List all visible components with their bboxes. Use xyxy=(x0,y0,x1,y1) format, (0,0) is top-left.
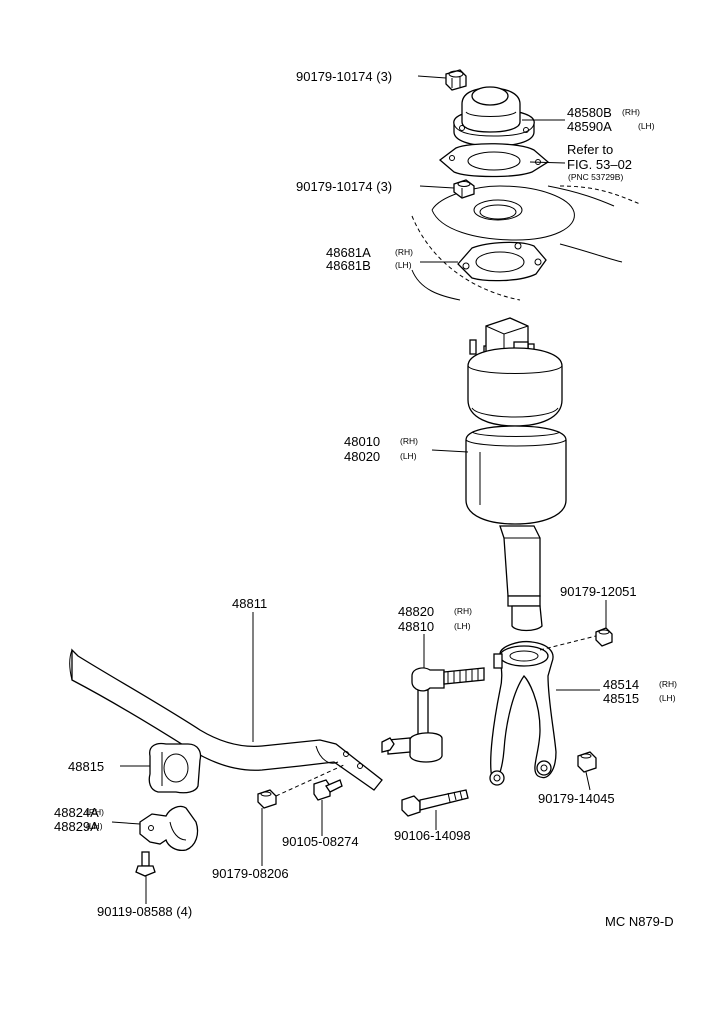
label-fork-rh: 48514 xyxy=(603,677,639,692)
label-bolt-2: 90106-14098 xyxy=(394,828,471,843)
fork-nut-dash xyxy=(539,635,597,651)
label-strut-rh: 48010 xyxy=(344,434,380,449)
fork-low-nut-part[interactable] xyxy=(577,751,597,773)
label-gasket-rh-side: (RH) xyxy=(395,247,413,257)
label-refer-line1: Refer to xyxy=(567,142,613,157)
label-link-lh: 48810 xyxy=(398,619,434,634)
bolt-long-part[interactable] xyxy=(401,789,469,817)
body-panel xyxy=(411,185,641,301)
fork-low-nut-leader xyxy=(585,771,591,791)
label-nut-mid: 90179-10174 (3) xyxy=(296,179,392,194)
top-nut-part[interactable] xyxy=(445,69,467,91)
label-link-rh: 48820 xyxy=(398,604,434,619)
label-bracket-rh: 48824A xyxy=(54,805,99,820)
label-refer-line2: FIG. 53–02 xyxy=(567,157,632,172)
label-mount-lh: 48590A xyxy=(567,119,612,134)
bar-nut-dash xyxy=(275,763,347,797)
upper-gasket-part[interactable] xyxy=(438,143,550,178)
upper-mount-part[interactable] xyxy=(453,86,535,147)
label-strut-rh-side: (RH) xyxy=(400,436,418,446)
label-bracket-rh-side: (RH) xyxy=(86,807,104,817)
label-nut-top: 90179-10174 (3) xyxy=(296,69,392,84)
label-bolt-1: 90105-08274 xyxy=(282,834,359,849)
bolt-short-part[interactable] xyxy=(313,779,343,801)
bracket-bolt-part[interactable] xyxy=(135,851,156,877)
bushing-part[interactable] xyxy=(148,742,202,794)
label-strut-lh-side: (LH) xyxy=(400,451,417,461)
label-fork-lh-side: (LH) xyxy=(659,693,676,703)
lower-gasket-part[interactable] xyxy=(457,241,547,282)
mid-nut-leader xyxy=(419,185,455,189)
bracket-part[interactable] xyxy=(139,805,199,852)
label-gasket-lh-side: (LH) xyxy=(395,260,412,270)
gasket-ref-leader xyxy=(529,161,566,164)
label-bracket-lh: 48829A xyxy=(54,819,99,834)
label-link-rh-side: (RH) xyxy=(454,606,472,616)
label-bolt-bracket: 90119-08588 (4) xyxy=(97,904,192,919)
label-stab-bar: 48811 xyxy=(232,596,267,611)
strut-leader xyxy=(431,449,469,453)
stabilizer-bar-part[interactable] xyxy=(69,648,383,791)
fork-top-nut-part[interactable] xyxy=(595,627,613,647)
bracket-leader xyxy=(111,821,141,825)
label-gasket-rh: 48681A xyxy=(326,245,371,260)
label-bushing: 48815 xyxy=(68,759,104,774)
label-link-lh-side: (LH) xyxy=(454,621,471,631)
mid-nut-part[interactable] xyxy=(453,179,475,199)
link-part[interactable] xyxy=(381,667,485,763)
label-nut-fork: 90179-12051 xyxy=(560,584,637,599)
label-nut-bar: 90179-08206 xyxy=(212,866,289,881)
label-fork-lh: 48515 xyxy=(603,691,639,706)
label-mount-rh-side: (RH) xyxy=(622,107,640,117)
air-strut-part[interactable] xyxy=(465,317,567,632)
label-mount-rh: 48580B xyxy=(567,105,612,120)
label-drawing-code: MC N879-D xyxy=(605,914,674,929)
label-fork-rh-side: (RH) xyxy=(659,679,677,689)
bar-nut-part[interactable] xyxy=(257,789,277,809)
fork-part[interactable] xyxy=(489,640,557,786)
label-gasket-lh: 48681B xyxy=(326,258,371,273)
label-refer-pnc: (PNC 53729B) xyxy=(568,172,623,182)
top-nut-leader xyxy=(417,75,447,79)
label-mount-lh-side: (LH) xyxy=(638,121,655,131)
label-strut-lh: 48020 xyxy=(344,449,380,464)
label-nut-fork-low: 90179-14045 xyxy=(538,791,615,806)
label-bracket-lh-side: (LH) xyxy=(86,821,103,831)
